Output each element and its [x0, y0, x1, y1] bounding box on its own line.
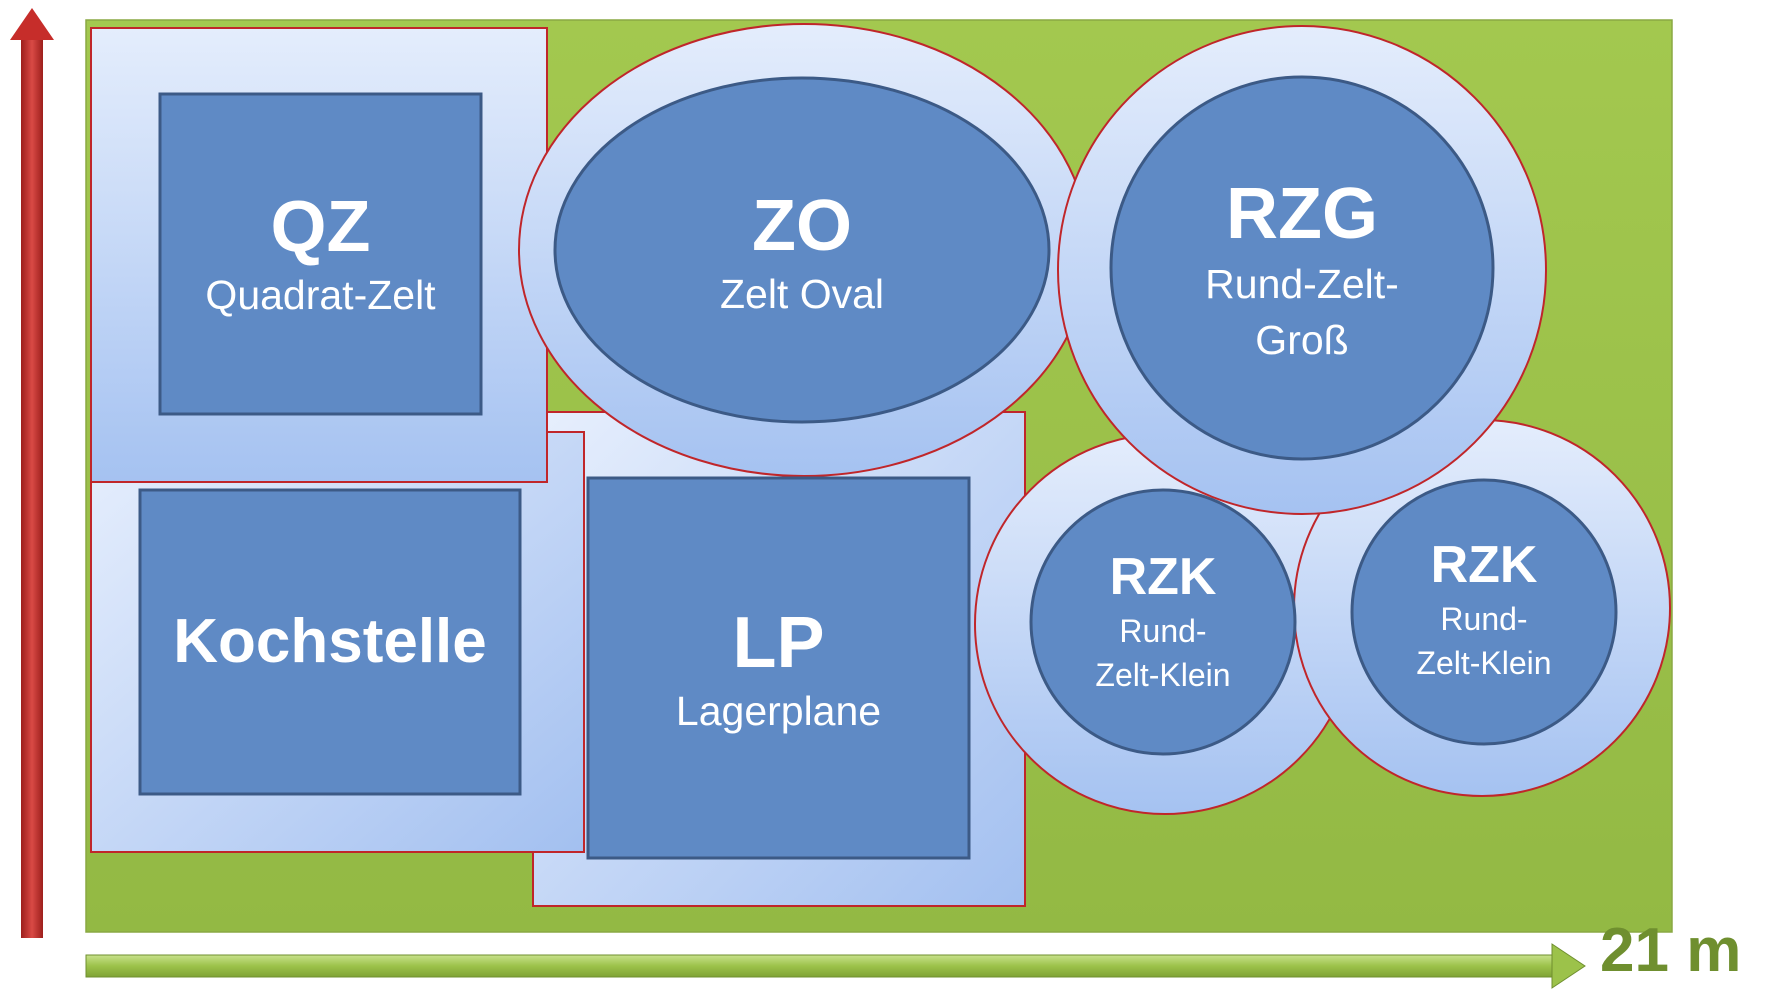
rzk1-code: RZK [1109, 548, 1217, 606]
rzk2-tent [1350, 478, 1618, 746]
kochstelle-box [138, 488, 522, 796]
rzk2-name-line1: Rund- [1440, 601, 1528, 637]
vertical-arrow [10, 8, 54, 938]
width-dimension-label: 21 m [1600, 916, 1742, 985]
horizontal-arrow [85, 943, 1586, 989]
qz-label: QZ Quadrat-Zelt [160, 185, 481, 321]
rzg-name-line1: Rund-Zelt- [1205, 261, 1399, 307]
zo-label: ZO Zelt Oval [560, 184, 1044, 320]
lp-box [586, 476, 971, 860]
qz-tent [158, 92, 483, 416]
zo-tent [553, 76, 1051, 424]
rzk1-tent [1029, 488, 1297, 756]
zo-name: Zelt Oval [719, 271, 885, 317]
lp-label: LP Lagerplane [588, 601, 969, 737]
rzk1-name-line2: Zelt-Klein [1095, 657, 1231, 693]
rzg-label: RZG Rund-Zelt- Groß [1112, 172, 1492, 368]
qz-name: Quadrat-Zelt [205, 272, 436, 318]
kochstelle-label: Kochstelle [140, 604, 520, 680]
rzk2-code: RZK [1430, 536, 1538, 594]
lp-name: Lagerplane [675, 688, 882, 734]
qz-code: QZ [270, 187, 371, 267]
rzk2-label: RZK Rund- Zelt-Klein [1352, 533, 1616, 685]
rzk1-label: RZK Rund- Zelt-Klein [1031, 545, 1295, 697]
kochstelle-code: Kochstelle [173, 607, 487, 676]
zo-code: ZO [752, 186, 852, 266]
lp-code: LP [732, 603, 825, 683]
rzg-code: RZG [1226, 174, 1378, 254]
rzk1-name-line1: Rund- [1119, 613, 1207, 649]
rzg-name-line2: Groß [1255, 317, 1349, 363]
rzk2-name-line2: Zelt-Klein [1416, 645, 1552, 681]
rzg-tent [1109, 75, 1495, 461]
